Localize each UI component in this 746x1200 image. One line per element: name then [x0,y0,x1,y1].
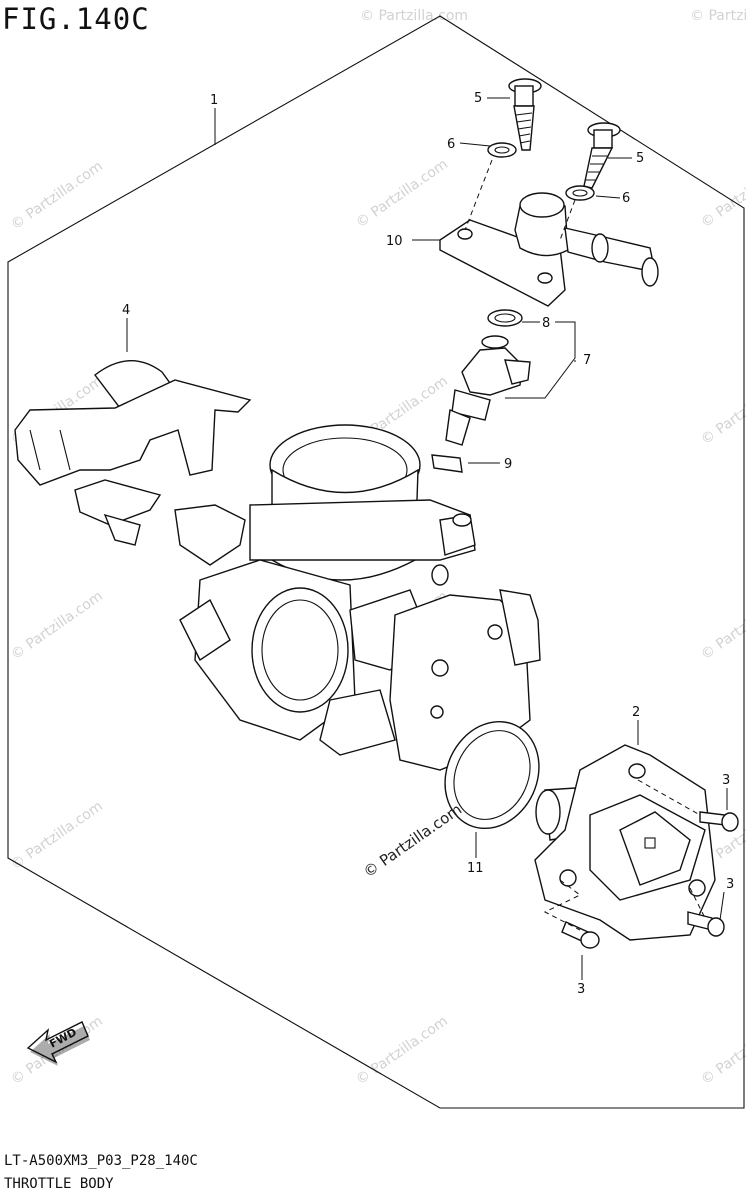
injector-o-ring [487,309,523,327]
assembly-outline [7,15,745,1109]
washer-hole [572,189,588,197]
callout-7: 7 [583,353,591,368]
callout-3: 3 [577,982,585,997]
watermark: © Partzilla.com [698,588,746,663]
watermark-main: © Partzilla.com [360,800,465,881]
sensor-screw-right-upper [699,811,739,832]
sensor-screw-bottom [561,921,600,949]
callout-11: 11 [467,861,484,876]
o-ring-inner [494,313,516,323]
injector-holder [439,192,659,307]
callout-labels: 1 2 3 3 3 4 5 5 6 6 7 8 9 10 11 [122,91,734,997]
fuel-injector [445,335,531,446]
screw-upper-right [583,122,621,189]
watermark: © Partzilla.com [353,1013,451,1088]
watermark: © Partzilla.com [8,588,106,663]
callout-10: 10 [386,234,403,249]
injector-cover [14,360,252,546]
watermark: © Partzilla.com [353,156,451,231]
injector-seal [431,454,463,473]
callout-3: 3 [726,877,734,892]
washer-upper-right [565,185,595,201]
callout-4: 4 [122,303,130,318]
watermark: © Partzilla.com [8,158,106,233]
throttle-position-sensor [534,744,716,941]
washer-hole [494,146,510,154]
watermark: © Partzilla.com [690,8,746,24]
gasket-ring [444,720,540,830]
callout-6: 6 [622,191,630,206]
callout-5: 5 [474,91,482,106]
callout-8: 8 [542,316,550,331]
callout-6: 6 [447,137,455,152]
callout-3: 3 [722,773,730,788]
throttle-body [174,424,541,771]
watermark: © Partzilla.com [698,1013,746,1088]
watermark: © Partzilla.com [8,798,106,873]
screw-upper-left [508,78,542,151]
diagram-code: LT-A500XM3_P03_P28_140C [4,1153,198,1169]
leader-lines [126,97,728,980]
sensor-screw-right-lower [687,911,725,937]
diagram-name: THROTTLE BODY [4,1176,114,1192]
watermark: © Partzilla.com [698,373,746,448]
callout-1: 1 [210,93,218,108]
callout-9: 9 [504,457,512,472]
callout-5: 5 [636,151,644,166]
watermark: © Partzilla.com [360,8,468,24]
figure-title: FIG.140C [2,2,150,36]
washer-upper-left [487,142,517,158]
callout-2: 2 [632,705,640,720]
